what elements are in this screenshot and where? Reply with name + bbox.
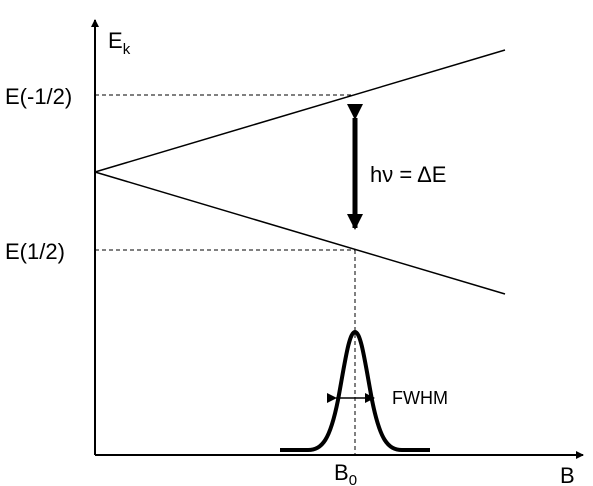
- transition-label: hν = ΔE: [370, 162, 446, 187]
- upper-level-label: E(-1/2): [5, 84, 72, 109]
- resonance-field-label: B0: [334, 460, 357, 486]
- upper-level-line: [94, 49, 506, 173]
- resonance-field-subscript: 0: [349, 472, 357, 486]
- lower-level-line: [94, 171, 506, 295]
- resonance-peak: [280, 329, 430, 452]
- lower-level-label: E(1/2): [5, 239, 65, 264]
- x-axis-label: B: [560, 463, 575, 486]
- fwhm-label: FWHM: [392, 388, 448, 408]
- y-axis-label: Ek: [108, 28, 131, 58]
- y-axis-label-subscript: k: [123, 41, 131, 58]
